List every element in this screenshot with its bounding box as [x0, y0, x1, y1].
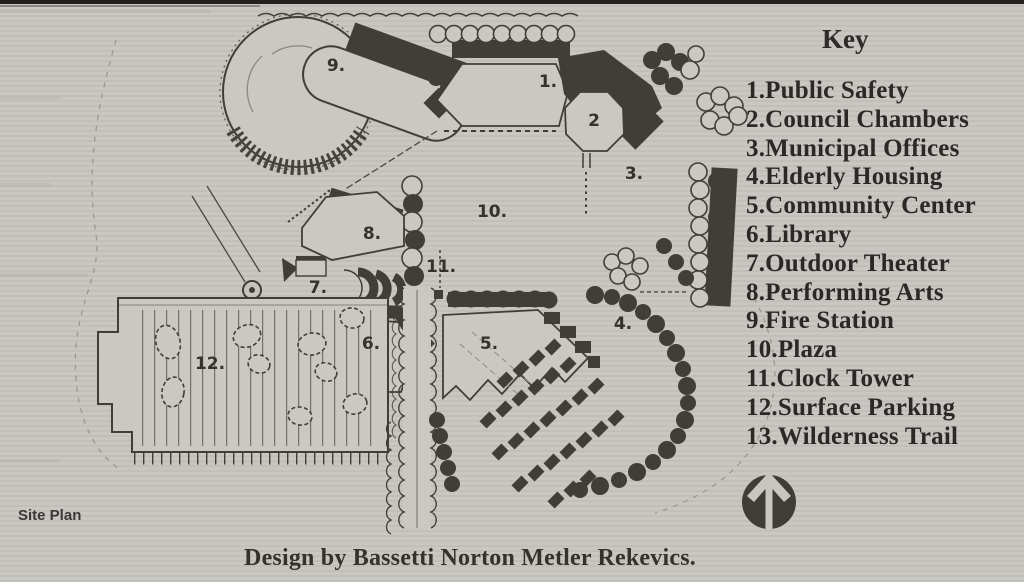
key-item-10: 10.Plaza [746, 336, 838, 364]
walkway [385, 286, 460, 535]
community-center-building [442, 309, 600, 402]
site-plan-caption: Site Plan [18, 507, 82, 524]
key-title: Key [822, 24, 869, 54]
key-item-3: 3.Municipal Offices [746, 134, 960, 162]
key-item-12: 12.Surface Parking [746, 393, 956, 421]
plan-number-12: 12. [194, 354, 226, 374]
plan-number-8: 8. [362, 224, 382, 244]
tree-row-five [446, 290, 558, 309]
hedge-line [257, 12, 579, 17]
plan-number-6: 6. [361, 334, 381, 354]
plan-number-10: 10. [476, 202, 508, 222]
municipal-offices-trees [603, 43, 748, 308]
design-credit: Design by Bassetti Norton Metler Rekevic… [244, 545, 696, 571]
plan-number-1: 1. [538, 72, 558, 92]
key-item-7: 7.Outdoor Theater [746, 249, 950, 277]
performing-arts-building [287, 187, 405, 261]
key-item-9: 9.Fire Station [746, 307, 895, 335]
scan-artifacts [0, 0, 1024, 7]
public-safety-building [343, 63, 569, 191]
north-arrow-icon [742, 474, 796, 530]
key-item-2: 2.Council Chambers [746, 105, 970, 133]
tree-row-north [428, 24, 576, 58]
key-item-11: 11.Clock Tower [746, 364, 915, 392]
elderly-housing-units [479, 338, 625, 509]
key-item-4: 4.Elderly Housing [746, 163, 943, 191]
access-road [191, 185, 268, 306]
plan-number-2: 2 [588, 111, 600, 131]
plan-number-4: 4. [613, 314, 633, 334]
elderly-housing-chain [572, 286, 696, 498]
plan-number-3: 3. [624, 164, 644, 184]
council-chambers-building [558, 50, 664, 214]
key-panel: Key 1.Public Safety 2.Council Chambers 3… [746, 24, 1018, 451]
tree [428, 70, 444, 86]
plan-number-9: 9. [326, 56, 346, 76]
plan-number-11: 11. [425, 257, 457, 277]
plan-number-5: 5. [479, 334, 499, 354]
key-item-13: 13.Wilderness Trail [746, 422, 959, 450]
wilderness-trail-path [74, 39, 776, 514]
key-item-5: 5.Community Center [746, 192, 976, 220]
plaza-tree-column [401, 175, 441, 288]
publisher-logo [739, 466, 801, 532]
plan-number-7: 7. [308, 278, 328, 298]
key-list: 1.Public Safety 2.Council Chambers 3.Mun… [746, 77, 1018, 451]
surface-parking-area [97, 297, 389, 465]
key-item-1: 1.Public Safety [746, 77, 909, 104]
key-item-6: 6.Library [746, 220, 852, 248]
key-item-8: 8.Performing Arts [746, 278, 944, 306]
